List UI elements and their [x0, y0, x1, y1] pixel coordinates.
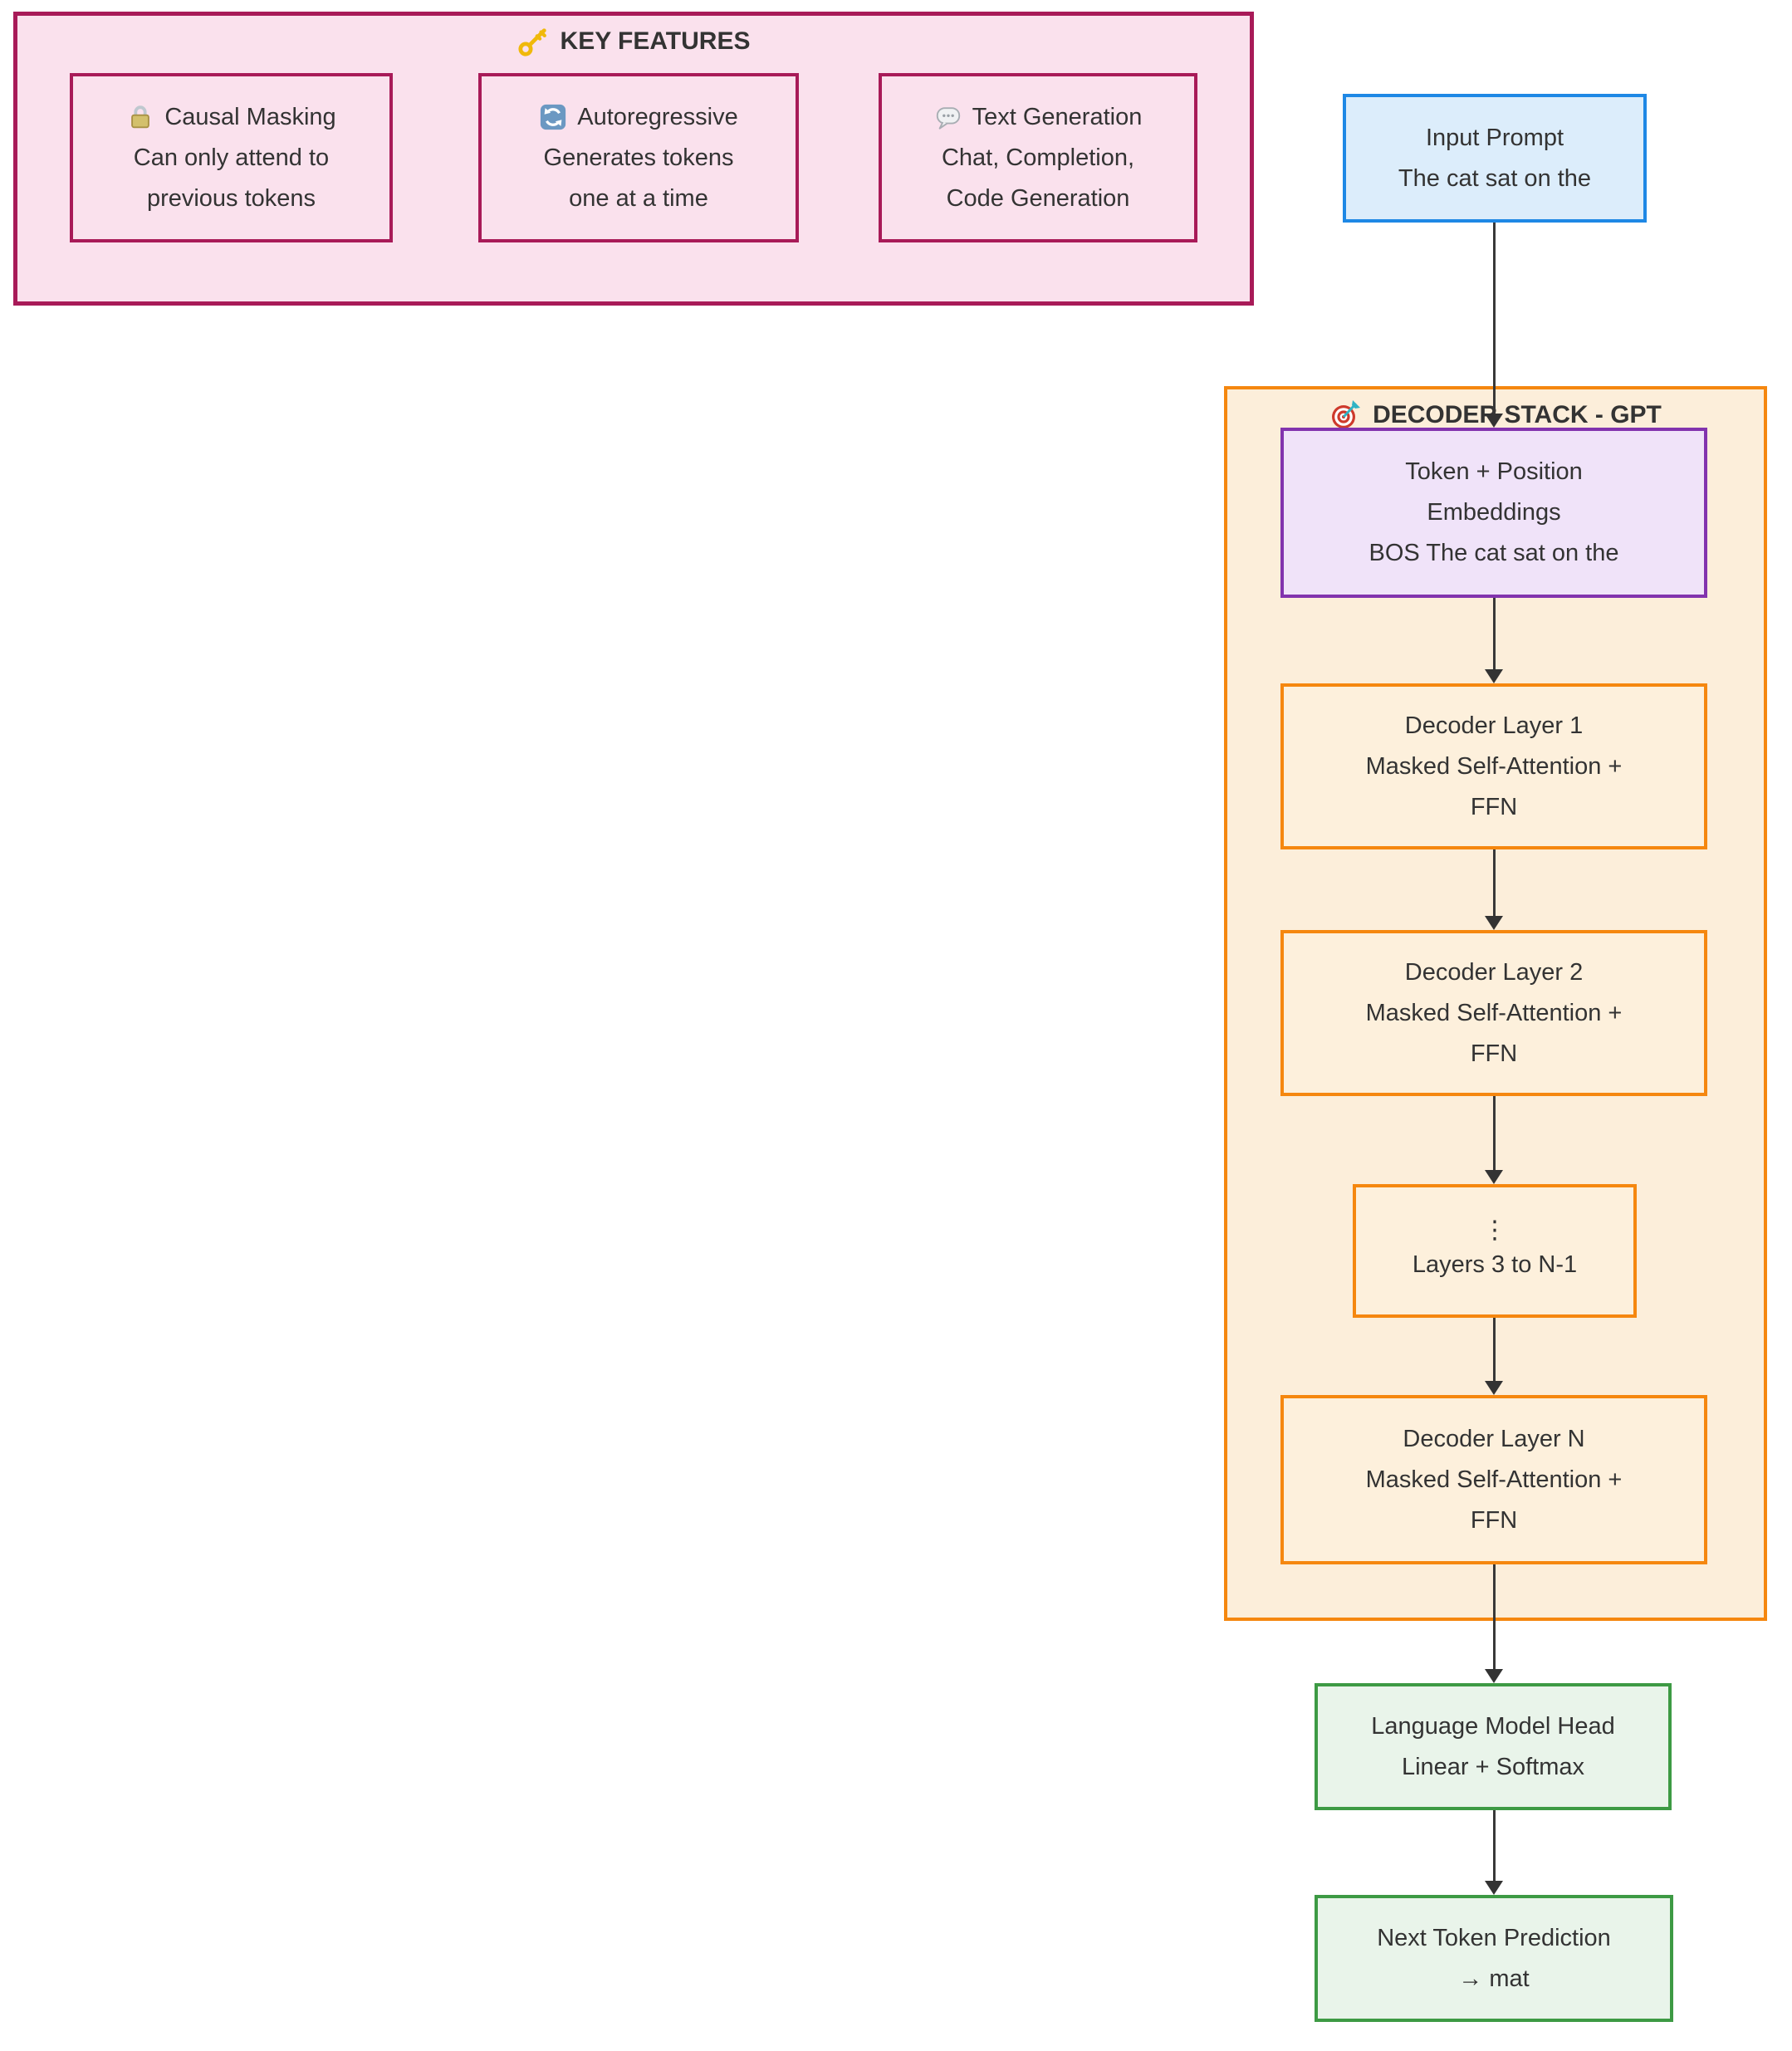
layer-text: Masked Self-Attention +	[1365, 999, 1623, 1026]
lock-icon	[131, 105, 150, 129]
feature-text: Chat, Completion,	[941, 144, 1135, 171]
key-features-title: KEY FEATURES	[17, 26, 1250, 57]
decoder-stack-title: DECODER STACK - GPT	[1227, 399, 1764, 431]
input-prompt-node: Input Prompt The cat sat on the	[1343, 94, 1647, 223]
feature-text: Can only attend to	[133, 144, 330, 171]
arrowhead-lmhead-to-nexttoken	[1485, 1881, 1503, 1895]
next-token-node: Next Token Prediction → mat	[1315, 1895, 1673, 2022]
vertical-ellipsis: ⋮	[1482, 1216, 1507, 1244]
edge-lmhead-to-nexttoken	[1493, 1810, 1496, 1881]
layer-title: Decoder Layer N	[1403, 1425, 1585, 1452]
layer-title: Decoder Layer 2	[1404, 958, 1584, 986]
edge-input-to-embeddings	[1493, 223, 1496, 414]
arrowhead-middle-to-layern	[1485, 1381, 1503, 1395]
next-token-title: Next Token Prediction	[1377, 1924, 1611, 1951]
feature-text: Code Generation	[946, 184, 1130, 212]
input-prompt-text: The cat sat on the	[1398, 164, 1592, 192]
decoder-stack-title-text: DECODER STACK - GPT	[1373, 401, 1662, 428]
edge-layer1-to-layer2	[1493, 849, 1496, 916]
embeddings-text: Token + Position	[1405, 458, 1583, 485]
edge-embeddings-to-layer1	[1493, 598, 1496, 669]
decoder-layer-1-node: Decoder Layer 1 Masked Self-Attention + …	[1280, 683, 1707, 849]
layer-text: Masked Self-Attention +	[1365, 1466, 1623, 1493]
layer-text: FFN	[1470, 1506, 1518, 1534]
target-icon	[1332, 400, 1361, 428]
layer-text: FFN	[1470, 793, 1518, 820]
feature-text-generation-heading: Text Generation	[934, 97, 1143, 138]
layer-text: Layers 3 to N-1	[1412, 1251, 1578, 1278]
input-prompt-title: Input Prompt	[1425, 124, 1564, 151]
edge-layern-to-lmhead	[1493, 1564, 1496, 1669]
key-icon	[517, 28, 546, 56]
embeddings-text: BOS The cat sat on the	[1368, 540, 1619, 566]
embeddings-node: Token + Position Embeddings BOS The cat …	[1280, 428, 1707, 598]
speech-balloon-icon	[936, 107, 960, 130]
layer-title: Decoder Layer 1	[1404, 712, 1584, 739]
middle-layers-node: ⋮ Layers 3 to N-1	[1353, 1184, 1637, 1318]
feature-title: Text Generation	[972, 103, 1143, 130]
feature-text: one at a time	[569, 184, 708, 212]
feature-text-generation-node: Text Generation Chat, Completion, Code G…	[879, 73, 1197, 242]
arrowhead-layer2-to-middle	[1485, 1170, 1503, 1184]
lm-head-title: Language Model Head	[1371, 1712, 1615, 1740]
feature-autoregressive-heading: Autoregressive	[539, 97, 738, 138]
feature-autoregressive-node: Autoregressive Generates tokens one at a…	[478, 73, 799, 242]
layer-text: FFN	[1470, 1040, 1518, 1067]
feature-title: Autoregressive	[577, 103, 738, 130]
arrowhead-layern-to-lmhead	[1485, 1669, 1503, 1683]
edge-middle-to-layern	[1493, 1318, 1496, 1381]
lm-head-node: Language Model Head Linear + Softmax	[1315, 1683, 1672, 1810]
arrowhead-embeddings-to-layer1	[1485, 669, 1503, 683]
edge-layer2-to-middle	[1493, 1096, 1496, 1170]
refresh-icon	[541, 104, 566, 130]
feature-causal-masking-node: Causal Masking Can only attend to previo…	[70, 73, 393, 242]
feature-title: Causal Masking	[164, 103, 336, 130]
next-token-text: → mat	[1458, 1965, 1530, 1992]
key-features-title-text: KEY FEATURES	[560, 27, 751, 55]
lm-head-text: Linear + Softmax	[1401, 1753, 1585, 1780]
decoder-layer-n-node: Decoder Layer N Masked Self-Attention + …	[1280, 1395, 1707, 1564]
feature-text: previous tokens	[146, 184, 316, 212]
arrowhead-input-to-embeddings	[1485, 414, 1503, 428]
decoder-layer-2-node: Decoder Layer 2 Masked Self-Attention + …	[1280, 930, 1707, 1096]
layer-text: Masked Self-Attention +	[1365, 752, 1623, 780]
feature-text: Generates tokens	[543, 144, 734, 171]
arrowhead-layer1-to-layer2	[1485, 916, 1503, 930]
embeddings-text: Embeddings	[1427, 499, 1561, 526]
feature-causal-masking-heading: Causal Masking	[126, 97, 336, 138]
